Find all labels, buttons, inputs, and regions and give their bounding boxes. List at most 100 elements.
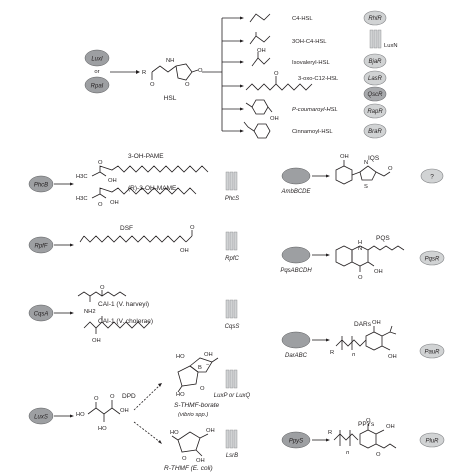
svg-text:Isovaleryl-HSL: Isovaleryl-HSL (292, 60, 330, 66)
pame-system: PhcB H3C O OH 3-OH-PAME H3C O OH (R)-3-O… (28, 153, 239, 208)
svg-text:R: R (330, 350, 334, 356)
svg-text:O: O (200, 386, 205, 392)
hsl-receptors: RhlR LuxN BjaR LasR QscR RapR BraR (363, 10, 398, 139)
iqs-system: AmbBCDE OH N S O IQS ? (280, 154, 444, 195)
ai2-system: LuxS HO O O HO OH DPD HO OH B − HO O S-T… (28, 352, 251, 472)
rpai-synthase-ellipse (84, 76, 110, 94)
ppys-molecule-label: PPYs (358, 421, 375, 428)
rhlr-label: RhlR (368, 16, 382, 22)
r-thmf-label: R-THMF (E. coli) (164, 465, 213, 472)
svg-text:OH: OH (386, 424, 395, 430)
svg-text:HO: HO (176, 354, 185, 360)
luxs-label: LuxS (34, 415, 48, 421)
luxp-luxq-label: LuxP or LuxQ (214, 393, 251, 399)
ppy-pyrone-ring (359, 429, 377, 449)
pqsr-label: PqsR (425, 257, 440, 263)
3oh-c4-chain (249, 32, 271, 45)
ppys-label: PpyS (289, 439, 303, 445)
hsl-system: LuxI or RpaI NH R O O O HSL (84, 10, 398, 139)
svg-text:O: O (190, 225, 195, 231)
plur-label: PluR (425, 439, 439, 445)
svg-text:OH: OH (180, 248, 189, 254)
svg-text:OH: OH (108, 178, 117, 184)
c4-chain (249, 13, 271, 23)
svg-text:HO: HO (98, 426, 107, 432)
svg-text:OH: OH (204, 352, 213, 358)
darabc-label: DarABC (285, 353, 308, 359)
iqs-thiazole (359, 165, 377, 181)
cqss-membrane-icon (225, 299, 238, 319)
rpfc-membrane-icon (225, 231, 238, 251)
svg-text:OH: OH (92, 338, 101, 344)
svg-text:OH: OH (270, 116, 279, 122)
svg-text:N: N (358, 246, 362, 252)
dars-label: DARs (354, 321, 372, 328)
svg-text:n: n (346, 450, 349, 456)
rpai-label: RpaI (91, 84, 104, 90)
iqs-label: IQS (368, 155, 380, 162)
iqs-phenyl (335, 165, 353, 185)
hsl-label: HSL (164, 95, 177, 102)
branch-arrows (222, 16, 244, 133)
luxi-synthase-ellipse (84, 49, 110, 67)
dashed-arrow-borate (133, 384, 161, 411)
svg-text:H: H (358, 240, 362, 246)
svg-text:NH2: NH2 (84, 309, 96, 315)
oh-label: OH (257, 48, 266, 54)
svg-text:−: − (206, 362, 210, 368)
or-label: or (94, 69, 99, 75)
rpfc-label: RpfC (225, 256, 239, 262)
rpff-label: RpfF (34, 244, 47, 250)
paur-label: PauR (424, 350, 440, 356)
svg-text:OH: OH (196, 458, 205, 464)
svg-text:H3C: H3C (76, 174, 88, 180)
svg-text:OH: OH (372, 320, 381, 326)
svg-text:O: O (274, 71, 279, 77)
svg-text:O: O (198, 68, 203, 74)
isovaleryl-chain (251, 52, 271, 67)
hsl-signal-names: C4-HSL 3OH-C4-HSL Isovaleryl-HSL 3-oxo-C… (292, 16, 339, 135)
svg-text:O: O (358, 275, 363, 281)
lasr-label: LasR (368, 76, 383, 82)
svg-text:OH: OH (206, 428, 215, 434)
svg-text:N: N (364, 160, 368, 166)
pqs-benzo-ring (335, 245, 353, 267)
qscr-label: QscR (368, 92, 384, 98)
svg-text:R: R (142, 70, 146, 76)
svg-text:OH: OH (374, 269, 383, 275)
coumaroyl-ring (245, 99, 273, 115)
cqsa-label: CqsA (34, 312, 49, 318)
svg-text:NH: NH (166, 58, 174, 64)
svg-text:S: S (364, 184, 368, 190)
s-thmf-borate-label: S-THMF-borate (174, 402, 220, 409)
dsf-system: RpfF DSF O OH RpfC (28, 225, 240, 262)
svg-text:O: O (110, 394, 115, 400)
phcs-membrane-icon (225, 171, 238, 191)
phcb-label: PhcB (34, 183, 48, 189)
cai-system: CqsA CAI-1 (V. harveyi) NH2 O CAI-1 (V. … (28, 285, 240, 344)
svg-text:O: O (366, 418, 371, 424)
hsl-core-structure: NH R O O O (142, 58, 203, 88)
cinnamoyl-ring (243, 121, 271, 139)
svg-text:R: R (328, 430, 332, 436)
pqs-system: PqsABCDH H N O OH PQS PqsR (280, 235, 445, 281)
svg-text:C4-HSL: C4-HSL (292, 16, 313, 22)
luxn-membrane-icon (369, 29, 382, 49)
borate-structure: HO OH B − HO O (176, 352, 219, 398)
svg-text:3OH-C4-HSL: 3OH-C4-HSL (292, 39, 327, 45)
svg-text:O: O (150, 82, 155, 88)
svg-text:H3C: H3C (76, 196, 88, 202)
vibrio-label: (vibrio spp.) (178, 412, 208, 418)
svg-text:O: O (98, 160, 103, 166)
luxpq-membrane-icon (225, 369, 238, 389)
luxi-label: LuxI (91, 57, 103, 63)
svg-text:HO: HO (170, 430, 179, 436)
cqss-label: CqsS (225, 324, 240, 330)
svg-text:O: O (376, 452, 381, 458)
svg-text:O: O (185, 82, 190, 88)
svg-text:HO: HO (176, 392, 185, 398)
pqs-label: PQS (376, 235, 390, 242)
cai-vcholerae-label: CAI-1 (V. cholerae) (98, 318, 153, 325)
svg-text:OH: OH (388, 354, 397, 360)
dsf-label: DSF (120, 225, 133, 232)
